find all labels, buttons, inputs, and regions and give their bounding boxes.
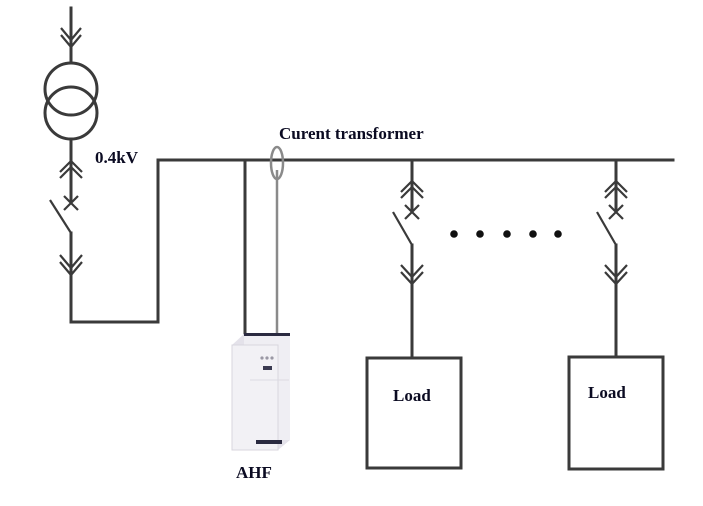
ahf-label: AHF bbox=[236, 463, 272, 482]
load-box-1 bbox=[365, 356, 463, 470]
load-label-1: Load bbox=[393, 386, 431, 405]
main-breaker bbox=[49, 137, 160, 324]
incoming-feeder bbox=[60, 6, 82, 64]
transformer-symbol bbox=[43, 61, 99, 141]
ahf-cabinet-icon bbox=[231, 333, 290, 451]
voltage-label: 0.4kV bbox=[95, 148, 139, 167]
current-transformer-label: Curent transformer bbox=[279, 124, 424, 143]
current-transformer-icon bbox=[269, 145, 285, 181]
feeder-breaker-1 bbox=[392, 158, 424, 360]
feeder-breaker-2 bbox=[596, 158, 628, 359]
ellipsis-dots bbox=[450, 230, 562, 238]
load-label-2: Load bbox=[588, 383, 626, 402]
load-box-2 bbox=[567, 355, 665, 471]
ahf-connection bbox=[243, 145, 285, 337]
